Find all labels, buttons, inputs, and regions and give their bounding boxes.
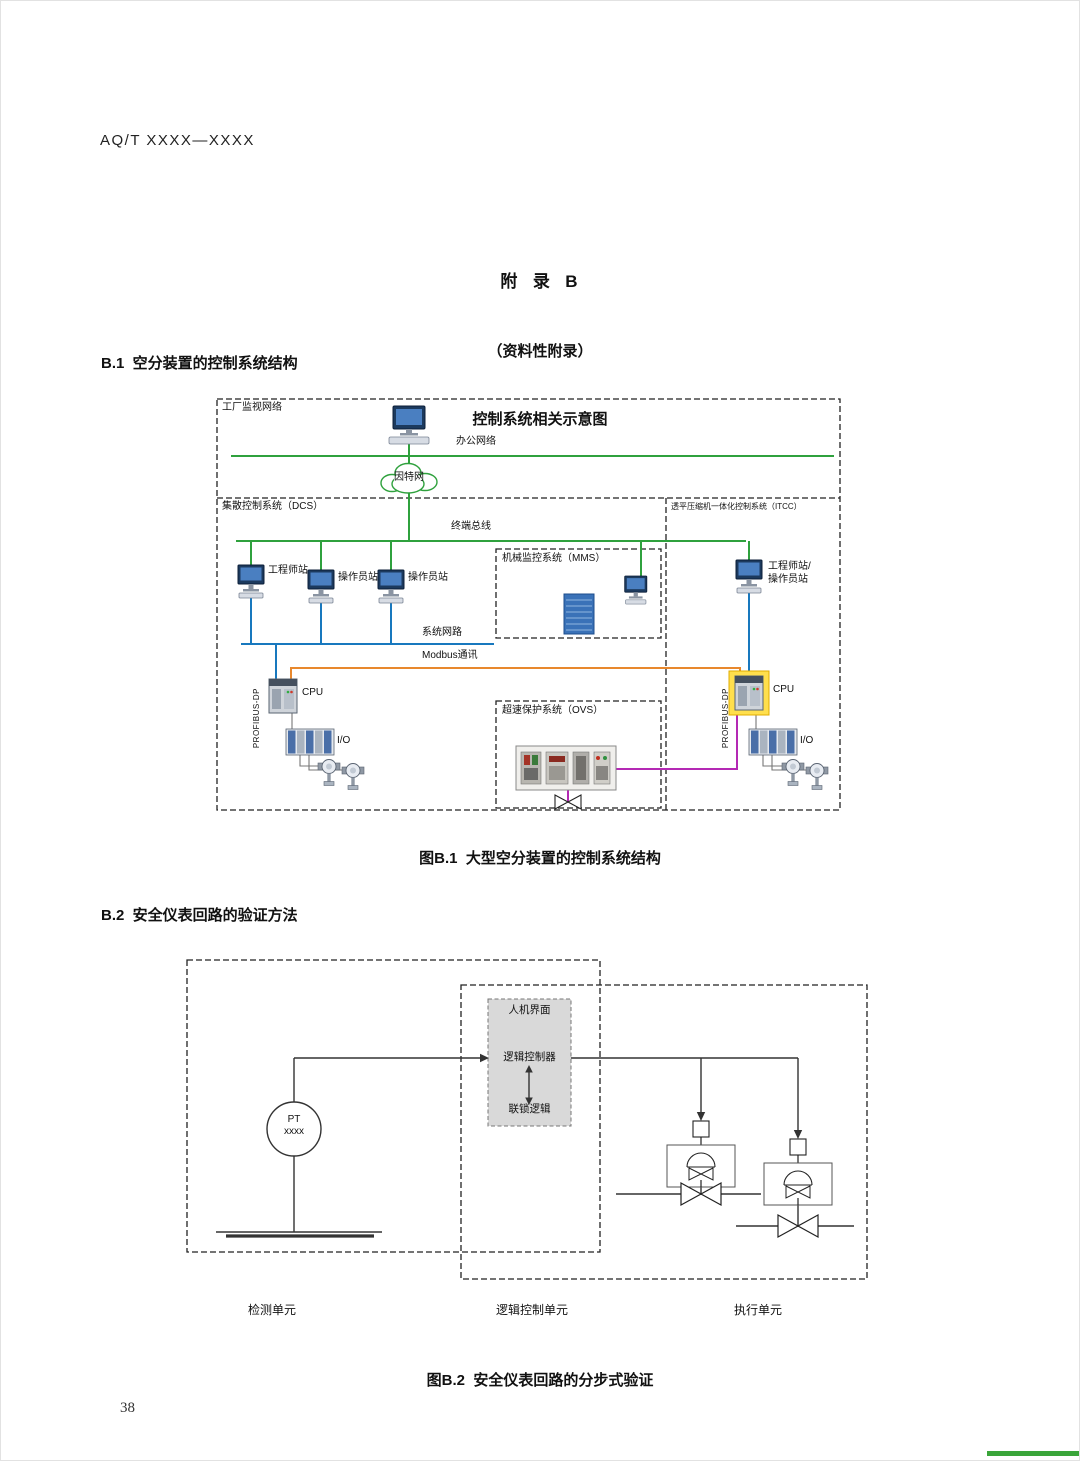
system-network-lines xyxy=(241,593,750,679)
appendix-title: 附 录 B xyxy=(500,272,580,291)
label-operator-station-2: 操作员站 xyxy=(408,572,448,583)
label-io-right: I/O xyxy=(800,735,814,746)
transmitter-icon xyxy=(317,759,341,786)
appendix-subtitle: （资料性附录） xyxy=(487,343,593,360)
mms-server-icon xyxy=(563,593,595,635)
label-cpu-right: CPU xyxy=(773,684,795,695)
figure-b1-caption: 图B.1 大型空分装置的控制系统结构 xyxy=(419,850,661,867)
label-cpu-left: CPU xyxy=(302,687,324,698)
ovs-panel-icon xyxy=(515,745,617,791)
io-modules-icon xyxy=(748,728,798,756)
transmitter-icon xyxy=(781,759,805,786)
mms-monitor-icon xyxy=(624,575,648,605)
label-engineer-station: 工程师站 xyxy=(268,565,308,576)
footer-accent-mark xyxy=(987,1451,1079,1456)
figure-b2-caption: 图B.2 安全仪表回路的分步式验证 xyxy=(426,1372,654,1389)
transmitter-icon xyxy=(805,763,829,790)
page-number: 38 xyxy=(120,1400,135,1416)
label-pt-tag: PT xyxy=(287,1114,301,1125)
label-interlock-logic: 联锁逻辑 xyxy=(508,1103,551,1115)
arrowheads xyxy=(480,1053,803,1139)
figure-b1-canvas xyxy=(216,398,841,811)
label-execution-unit: 执行单元 xyxy=(733,1303,782,1317)
document-code: AQ/T XXXX—XXXX xyxy=(100,132,255,149)
mms-box xyxy=(495,548,662,639)
label-pt-number: xxxx xyxy=(284,1126,304,1137)
itcc-cpu-icon xyxy=(734,675,764,711)
transmitter-icon xyxy=(341,763,365,790)
section-b1-heading: B.1 空分装置的控制系统结构 xyxy=(101,355,298,372)
label-logic-controller: 逻辑控制器 xyxy=(503,1051,556,1063)
operator-workstation-icon xyxy=(377,569,405,604)
figure-b2-canvas xyxy=(186,959,868,1280)
label-itcc: 透平压缩机一体化控制系统（ITCC） xyxy=(671,502,802,511)
figure-b1-border xyxy=(216,398,841,811)
label-itcc-station-line2: 操作员站 xyxy=(768,574,808,585)
controller-box xyxy=(487,998,572,1127)
detection-unit-box xyxy=(186,959,601,1253)
office-network-lines xyxy=(231,444,834,579)
label-operator-station-1: 操作员站 xyxy=(338,572,378,583)
label-terminal-bus: 终端总线 xyxy=(449,521,493,533)
label-dcs: 集散控制系统（DCS） xyxy=(222,501,324,512)
label-mms: 机械监控系统（MMS） xyxy=(502,553,606,564)
label-profibus-left: PROFIBUS-DP xyxy=(252,688,261,749)
internet-cloud-icon xyxy=(380,462,438,494)
operator-workstation-icon xyxy=(307,569,335,604)
appendix-topic: 控制系统相关示意图 xyxy=(472,411,608,428)
profibus-line-right xyxy=(616,715,738,770)
figure-b2-diagram: 人机界面 逻辑控制器 联锁逻辑 PT xxxx xyxy=(186,959,869,1281)
figure-b1-diagram: 工厂监视网络 办公网络 因特网 集散控制系统（DCS） 透平压缩机一体化控制系统… xyxy=(216,398,841,811)
label-factory-monitor-network: 工厂监视网络 xyxy=(222,402,282,413)
io-modules-icon xyxy=(285,728,335,756)
label-profibus-right: PROFIBUS-DP xyxy=(721,688,730,749)
modbus-line xyxy=(290,667,741,679)
label-itcc-station-line1: 工程师站/ xyxy=(768,561,811,572)
label-detection-unit: 检测单元 xyxy=(247,1303,296,1317)
label-modbus: Modbus通讯 xyxy=(420,650,480,662)
label-io-left: I/O xyxy=(337,735,351,746)
actuator-valve-icon xyxy=(763,1138,833,1206)
actuator-valve-icon xyxy=(666,1120,736,1188)
label-ovs: 超速保护系统（OVS） xyxy=(502,705,604,716)
itcc-workstation-icon xyxy=(735,559,763,594)
label-hmi: 人机界面 xyxy=(508,1004,551,1016)
section-b2-heading: B.2 安全仪表回路的验证方法 xyxy=(101,907,298,924)
appendix-title-block: 附 录 B （资料性附录） 控制系统相关示意图 xyxy=(1,231,1079,465)
label-internet: 因特网 xyxy=(394,472,424,483)
logic-unit-box xyxy=(460,984,868,1280)
engineer-workstation-icon xyxy=(237,564,265,599)
label-office-network: 办公网络 xyxy=(456,436,496,447)
office-computer-icon xyxy=(388,405,430,445)
label-logic-control-unit: 逻辑控制单元 xyxy=(495,1303,568,1317)
label-system-network: 系统网路 xyxy=(420,627,464,639)
signal-lines xyxy=(216,1057,854,1233)
dcs-cpu-icon xyxy=(268,678,298,714)
